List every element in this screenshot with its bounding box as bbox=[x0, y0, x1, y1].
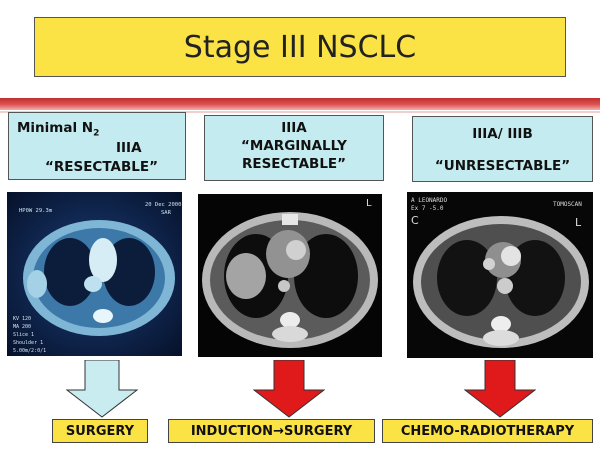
scan-text: KV 120 bbox=[13, 316, 31, 322]
scan-text: 5.00m/2:0/1 bbox=[13, 348, 46, 354]
label-line-2: IIIA bbox=[116, 140, 142, 156]
right-arrow-icon: → bbox=[273, 423, 284, 439]
label-line-3: “RESECTABLE” bbox=[45, 159, 158, 175]
label-line-2: “MARGINALLY bbox=[241, 138, 347, 154]
divider-line bbox=[0, 111, 600, 113]
scan-text: TOMOSCAN bbox=[553, 201, 582, 208]
outcome-chemo-radiotherapy: CHEMO-RADIOTHERAPY bbox=[382, 419, 593, 443]
label-line-1: IIIA bbox=[281, 120, 307, 136]
divider-bar bbox=[0, 98, 600, 110]
label-subscript: 2 bbox=[93, 128, 100, 139]
ct-scan-image-1: HP0W 29.3m 20 Dec 2000 SAR KV 120 MA 200… bbox=[7, 192, 182, 356]
down-arrow-icon bbox=[253, 360, 325, 418]
stage-label-resectable: Minimal N2 IIIA “RESECTABLE” bbox=[8, 112, 186, 180]
scan-text: A LEONARDO bbox=[411, 197, 448, 204]
scan-text: SAR bbox=[161, 210, 172, 216]
stage-label-marginally-resectable: IIIA “MARGINALLY RESECTABLE” bbox=[204, 115, 384, 181]
outcome-label-suffix: SURGERY bbox=[283, 423, 353, 439]
scan-text: L bbox=[575, 216, 582, 229]
outcome-label: CHEMO-RADIOTHERAPY bbox=[400, 423, 575, 439]
outcome-label-prefix: INDUCTION bbox=[190, 423, 274, 439]
label-line-1: Minimal N bbox=[17, 120, 94, 136]
scan-text: MA 200 bbox=[13, 324, 31, 330]
scan-text: L bbox=[366, 198, 372, 209]
slide-title: Stage III NSCLC bbox=[183, 29, 417, 65]
down-arrow-icon bbox=[66, 360, 138, 418]
scan-text: 20 Dec 2000 bbox=[145, 202, 181, 208]
label-line-3: RESECTABLE” bbox=[241, 156, 347, 172]
ct-scan-image-3: A LEONARDO Ex 7 -5.0 C TOMOSCAN L bbox=[407, 192, 593, 358]
ct-scan-image-2: L bbox=[198, 194, 382, 357]
stage-label-unresectable: IIIA/ IIIB “UNRESECTABLE” bbox=[412, 116, 593, 182]
scan-text: C bbox=[411, 214, 419, 227]
label-line-1: IIIA/ IIIB bbox=[472, 126, 533, 142]
scan-text: Ex 7 -5.0 bbox=[411, 205, 444, 212]
scan-text: Slice 1 bbox=[13, 332, 34, 338]
title-banner: Stage III NSCLC bbox=[34, 17, 566, 77]
scan-text: HP0W 29.3m bbox=[19, 208, 53, 214]
label-line-2: “UNRESECTABLE” bbox=[434, 158, 571, 174]
outcome-surgery: SURGERY bbox=[52, 419, 148, 443]
outcome-label: SURGERY bbox=[65, 423, 135, 439]
down-arrow-icon bbox=[464, 360, 536, 418]
scan-text: Shoulder 1 bbox=[13, 340, 43, 346]
outcome-induction-surgery: INDUCTION→SURGERY bbox=[168, 419, 375, 443]
